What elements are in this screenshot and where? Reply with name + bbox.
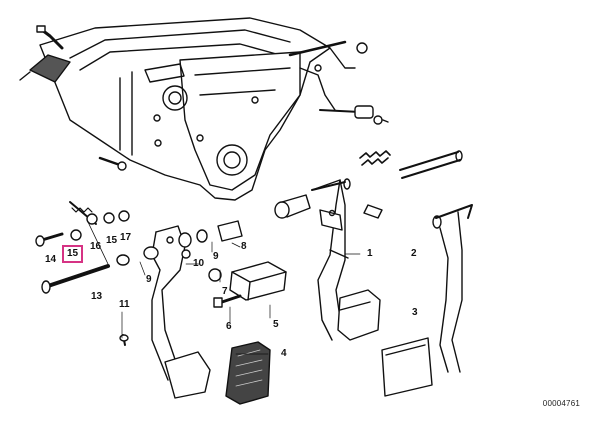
brake-light-switch: [319, 105, 389, 125]
long-bolt-13: [41, 221, 110, 294]
callout-15-highlighted: 15: [62, 245, 84, 263]
callout-14: 14: [45, 254, 57, 265]
upper-bolt: [288, 40, 368, 111]
callout-3: 3: [412, 307, 418, 318]
callout-10: 10: [193, 258, 205, 269]
return-spring: [359, 150, 391, 166]
callout-17: 17: [120, 232, 132, 243]
callout-16: 16: [90, 241, 102, 252]
bushings: [116, 194, 311, 282]
callout-9-upper: 9: [213, 251, 219, 262]
nuts: [70, 210, 130, 241]
callout-7: 7: [222, 286, 228, 297]
bracket-screws: [98, 156, 383, 219]
callout-4: 4: [281, 348, 287, 359]
callout-5: 5: [273, 319, 279, 330]
callout-9-lower: 9: [146, 274, 152, 285]
stop-block: [229, 261, 287, 301]
bolt-6: [213, 294, 242, 308]
callout-2: 2: [411, 248, 417, 259]
pedal-2: [432, 204, 473, 373]
pivot-shaft: [311, 150, 463, 191]
callout-8: 8: [241, 241, 247, 252]
bolt-14: [35, 232, 64, 247]
pedal-1: [311, 179, 381, 341]
clutch-lever: [151, 225, 211, 399]
pedal-pad-4: [225, 341, 271, 405]
leader-lines: [121, 241, 361, 355]
screw-top-left: [36, 25, 64, 50]
callout-6: 6: [226, 321, 232, 332]
callout-1: 1: [367, 248, 373, 259]
screw-11: [119, 334, 129, 346]
pedal-bracket-housing: [19, 17, 331, 201]
callout-15: 15: [106, 235, 118, 246]
callout-11: 11: [119, 299, 130, 310]
document-number: 00004761: [542, 399, 580, 408]
pedal-pad-3: [381, 337, 433, 397]
callout-13: 13: [91, 291, 103, 302]
